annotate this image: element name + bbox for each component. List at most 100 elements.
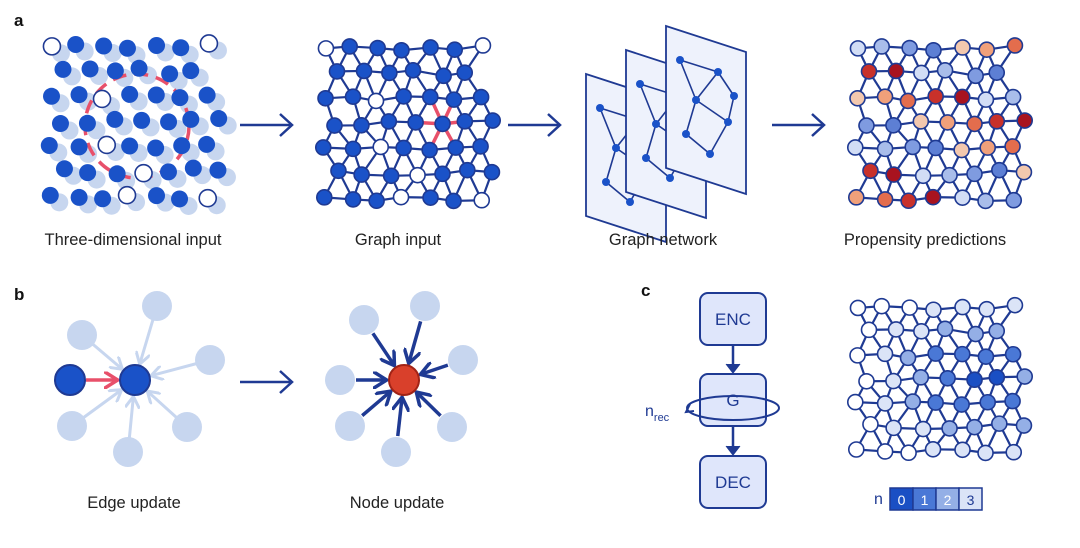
legend-value-3: 3 — [967, 492, 975, 508]
caption-graph-network: Graph network — [609, 231, 718, 249]
legend-label: n — [874, 491, 883, 508]
layer-edge — [599, 107, 617, 149]
prediction-node — [1015, 163, 1033, 181]
graph-node — [434, 165, 451, 183]
architecture-diagram: ENC G nrec DEC — [645, 292, 780, 509]
layer-node — [724, 118, 732, 126]
prediction-node — [953, 141, 970, 159]
prediction-node — [914, 167, 932, 185]
particle — [95, 37, 113, 55]
flow-arrow-2 — [508, 113, 562, 137]
hop-node — [954, 441, 971, 459]
graph-node — [422, 189, 439, 206]
particle — [55, 160, 73, 178]
hop-node — [1005, 443, 1023, 461]
incoming-edge — [398, 399, 402, 437]
graph-node — [435, 67, 452, 85]
particle — [108, 165, 126, 183]
layer-edge — [645, 157, 671, 179]
flow-arrow-3 — [772, 113, 826, 137]
particle — [41, 186, 59, 204]
layer-node — [596, 104, 604, 112]
layer-node — [612, 144, 620, 152]
graph-node — [484, 112, 502, 129]
particle — [121, 137, 139, 155]
hop-node — [967, 325, 984, 343]
hop-node — [885, 372, 902, 390]
graph-node — [445, 192, 462, 210]
graph-node — [328, 63, 346, 80]
particle — [106, 110, 124, 128]
layer-node — [642, 154, 650, 162]
graph-node — [434, 115, 451, 133]
flow-arrow-b — [240, 370, 294, 394]
sender-node — [54, 364, 86, 396]
hop-node — [860, 321, 878, 339]
hop-node — [849, 299, 867, 317]
hop-node — [988, 368, 1006, 386]
graph-node — [407, 114, 424, 131]
prediction-node — [924, 188, 942, 206]
hop-node — [977, 444, 994, 462]
hop-legend: n 0 1 2 3 — [874, 487, 983, 511]
prediction-node — [846, 139, 864, 156]
graph-node — [381, 64, 398, 82]
prediction-node — [887, 62, 905, 80]
faded-neighbor-node — [437, 412, 467, 442]
hop-node — [977, 348, 995, 365]
layer-edge — [727, 95, 735, 123]
hop-node — [954, 298, 971, 316]
hop-node — [900, 444, 917, 462]
particle — [118, 39, 136, 57]
hop-node — [1006, 296, 1024, 314]
hop-node — [979, 393, 997, 411]
layer-node — [636, 80, 644, 88]
graph-node — [355, 62, 373, 80]
hop-node — [953, 396, 970, 413]
prediction-node — [901, 39, 918, 57]
graph-node — [446, 41, 464, 58]
graph-node — [456, 64, 474, 81]
particle — [148, 187, 166, 205]
prediction-node — [927, 88, 944, 105]
propensity-predictions-view — [846, 37, 1034, 210]
graph-node — [315, 189, 333, 206]
hop-node — [1016, 368, 1034, 385]
updated-node — [388, 364, 420, 396]
caption-edge-update: Edge update — [87, 494, 181, 512]
incoming-edge — [361, 392, 389, 417]
particle — [161, 65, 179, 83]
particle — [172, 39, 190, 57]
layer-edge — [695, 99, 729, 123]
particle — [54, 60, 72, 78]
graph-node — [404, 62, 422, 79]
hop-node — [876, 345, 894, 363]
graph-node — [456, 113, 474, 130]
node-update-diagram — [325, 291, 478, 467]
particle — [173, 137, 191, 155]
caption-node-update: Node update — [350, 494, 445, 512]
faded-neighbor-node — [113, 437, 143, 467]
hop-node — [941, 420, 958, 437]
hop-node — [927, 345, 944, 362]
particle — [70, 188, 88, 206]
prediction-node — [1005, 191, 1023, 209]
hop-node — [912, 369, 930, 386]
prediction-node — [979, 139, 997, 156]
three-dimensional-input-view — [40, 34, 237, 215]
hop-node — [876, 395, 894, 412]
particle — [198, 86, 216, 104]
hop-node — [936, 320, 954, 338]
particle — [42, 37, 62, 56]
recurrence-label: nrec — [645, 403, 670, 424]
prediction-node — [954, 189, 971, 206]
particle — [78, 114, 96, 132]
faded-neighbor-node — [335, 411, 365, 441]
particle — [160, 113, 178, 131]
hop-node — [914, 420, 932, 438]
caption-graph-input: Graph input — [355, 231, 442, 249]
graph-node — [317, 90, 334, 107]
faded-neighbor-node — [349, 305, 379, 335]
prediction-node — [913, 64, 930, 82]
receiver-node — [119, 364, 151, 396]
